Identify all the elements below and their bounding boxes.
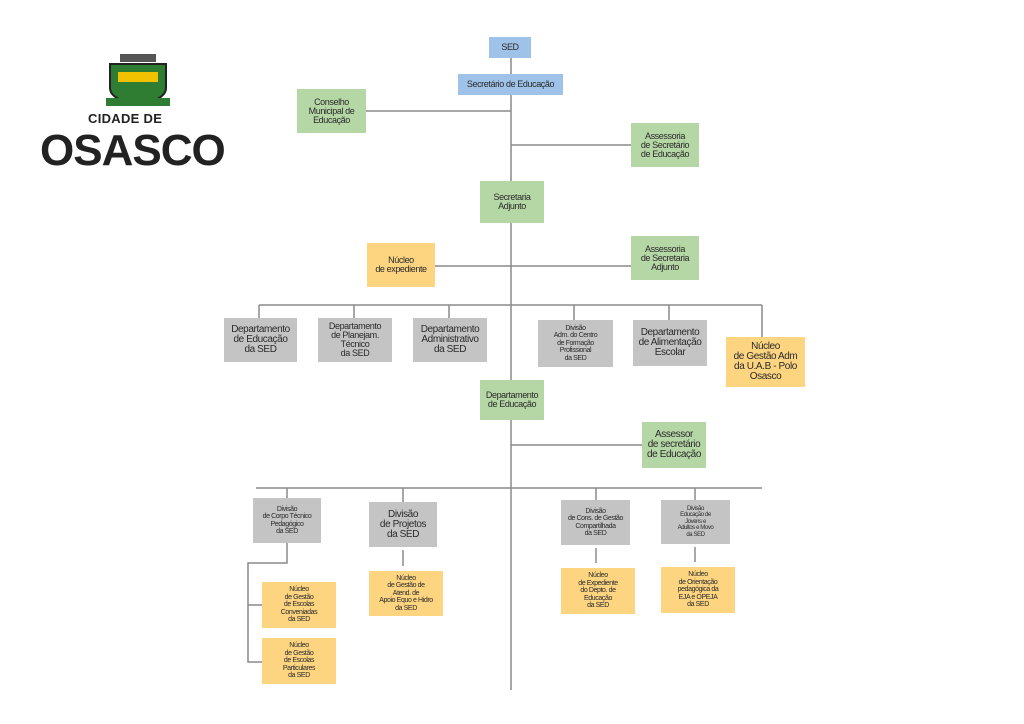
- node-secretario: Secretário de Educação: [458, 74, 563, 95]
- node-assessor-secretario: Assessor de secretário de Educação: [642, 422, 706, 468]
- node-dep-administrativo: Departamento Administrativo da SED: [413, 318, 487, 362]
- node-nucleo-conveniadas: Núcleo de Gestão de Escolas Conveniadas …: [262, 582, 336, 628]
- node-secretaria-adjunto: Secretaria Adjunto: [480, 181, 544, 223]
- coat-of-arms-icon: [106, 54, 170, 106]
- node-div-centro-formacao: Divisão Adm. do Centro de Formação Profi…: [538, 320, 613, 367]
- node-assessoria-adjunto: Assessoria de Secretaria Adjunto: [631, 236, 699, 280]
- node-div-corpo-tecnico: Divisão de Corpo Técnico Pedagógico da S…: [253, 498, 321, 543]
- node-conselho: Conselho Municipal de Educação: [297, 89, 366, 133]
- line-corpo-tecnico-children: [247, 543, 288, 663]
- node-dep-educacao: Departamento de Educação: [480, 380, 544, 420]
- node-div-projetos: Divisão de Projetos da SED: [369, 502, 437, 547]
- node-sed: SED: [489, 37, 531, 58]
- node-dep-alimentacao: Departamento de Alimentação Escolar: [633, 320, 707, 366]
- node-nucleo-atendimento: Núcleo de Gestão de Atend. de Apoio Equo…: [369, 571, 443, 616]
- node-assessoria-secretario: Assessoria de Secretário de Educação: [631, 123, 699, 167]
- line-departments-bar: [258, 304, 763, 337]
- node-dep-planejamento: Departamento de Planejam. Técnico da SED: [318, 318, 392, 362]
- line-divisions-bar: [256, 487, 762, 502]
- node-nucleo-expediente-depto: Núcleo de Expediente do Depto. de Educaç…: [561, 568, 635, 614]
- osasco-logo: CIDADE DE OSASCO: [40, 50, 236, 174]
- node-nucleo-orientacao: Núcleo de Orientação pedagógica da EJA e…: [661, 567, 735, 613]
- logo-prefix: CIDADE DE: [88, 111, 163, 126]
- node-nucleo-expediente: Núcleo de expediente: [367, 243, 435, 287]
- node-div-cons-gestao: Divisão de Cons. de Gestão Compartilhada…: [561, 500, 630, 545]
- logo-city: OSASCO: [40, 126, 226, 175]
- node-div-eja: Divisão Educação de Jovens e Adultos e M…: [661, 500, 730, 544]
- node-nucleo-particulares: Núcleo de Gestão de Escolas Particulares…: [262, 638, 336, 684]
- node-dep-educacao-sed: Departamento de Educação da SED: [224, 318, 297, 362]
- node-nucleo-uab: Núcleo de Gestão Adm da U.A.B - Polo Osa…: [726, 337, 805, 387]
